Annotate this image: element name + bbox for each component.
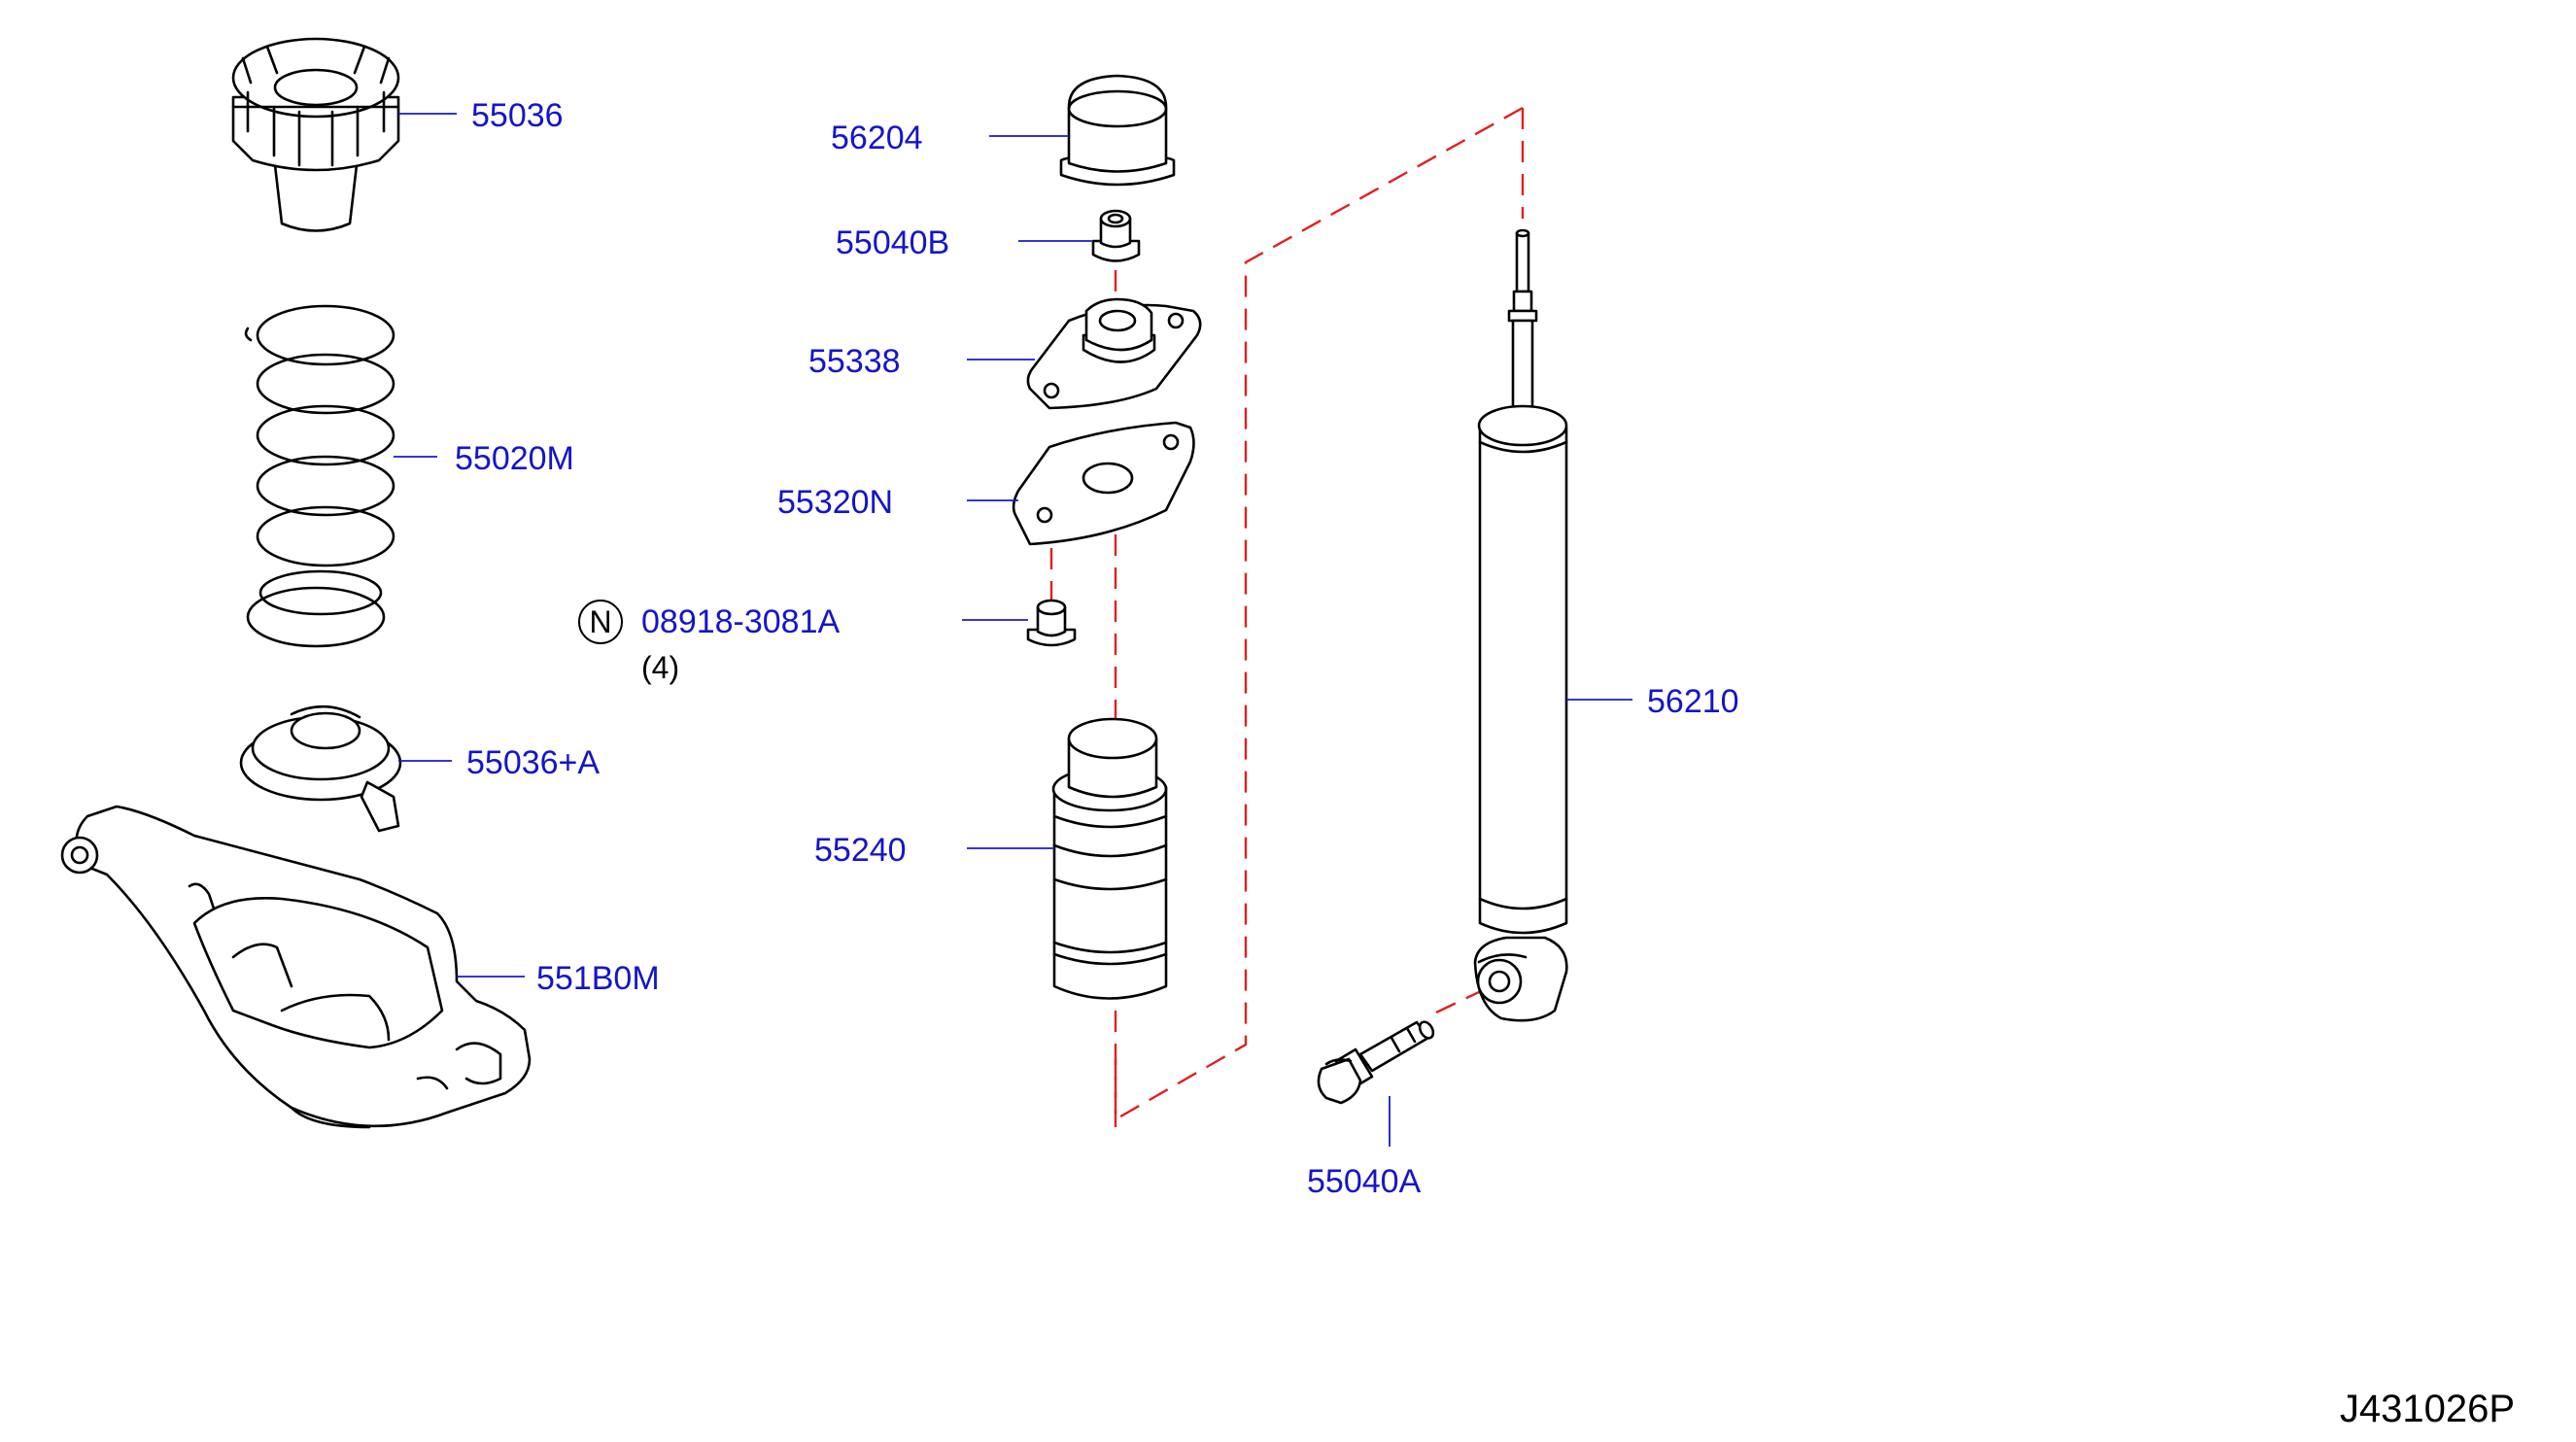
flange-nut-08918-3081A xyxy=(1026,599,1077,647)
standard-part-symbol xyxy=(578,600,623,644)
diagram-code: J431026P xyxy=(2340,1388,2515,1430)
callout-55040B: 55040B xyxy=(836,224,949,261)
callout-55036: 55036 xyxy=(471,97,564,134)
coil-spring-55020M xyxy=(244,304,395,648)
callout-labels: 55036 55020M 55036+A 551B0M 56204 55040B… xyxy=(455,97,2515,1430)
callout-08918-quantity: (4) xyxy=(641,650,679,685)
callout-55338: 55338 xyxy=(808,343,901,380)
mounting-bracket-55338 xyxy=(1026,297,1202,410)
lower-spring-seat-55036A xyxy=(239,704,402,833)
insulator-plate-55320N xyxy=(1012,421,1195,546)
bolt-55040A xyxy=(1317,1020,1435,1105)
nut-55040B xyxy=(1091,209,1141,262)
callout-55036A: 55036+A xyxy=(466,744,600,781)
callout-08918-3081A: 08918-3081A xyxy=(641,603,841,640)
callout-55040A: 55040A xyxy=(1307,1163,1422,1200)
standard-part-symbol-letter: N xyxy=(589,604,611,639)
lower-link-551B0M xyxy=(60,805,532,1129)
callout-56204: 56204 xyxy=(831,120,923,156)
upper-spring-seat-55036 xyxy=(231,37,400,232)
callout-55240: 55240 xyxy=(814,832,907,869)
dust-cap-56204 xyxy=(1059,74,1176,187)
callout-55320N: 55320N xyxy=(777,484,893,521)
shock-absorber-56210 xyxy=(1473,228,1568,1022)
callout-56210: 56210 xyxy=(1647,683,1739,720)
leader-lines xyxy=(394,113,1632,1147)
callout-551B0M: 551B0M xyxy=(536,960,660,997)
callout-55020M: 55020M xyxy=(455,440,574,477)
bump-stopper-55240 xyxy=(1051,717,1168,1000)
